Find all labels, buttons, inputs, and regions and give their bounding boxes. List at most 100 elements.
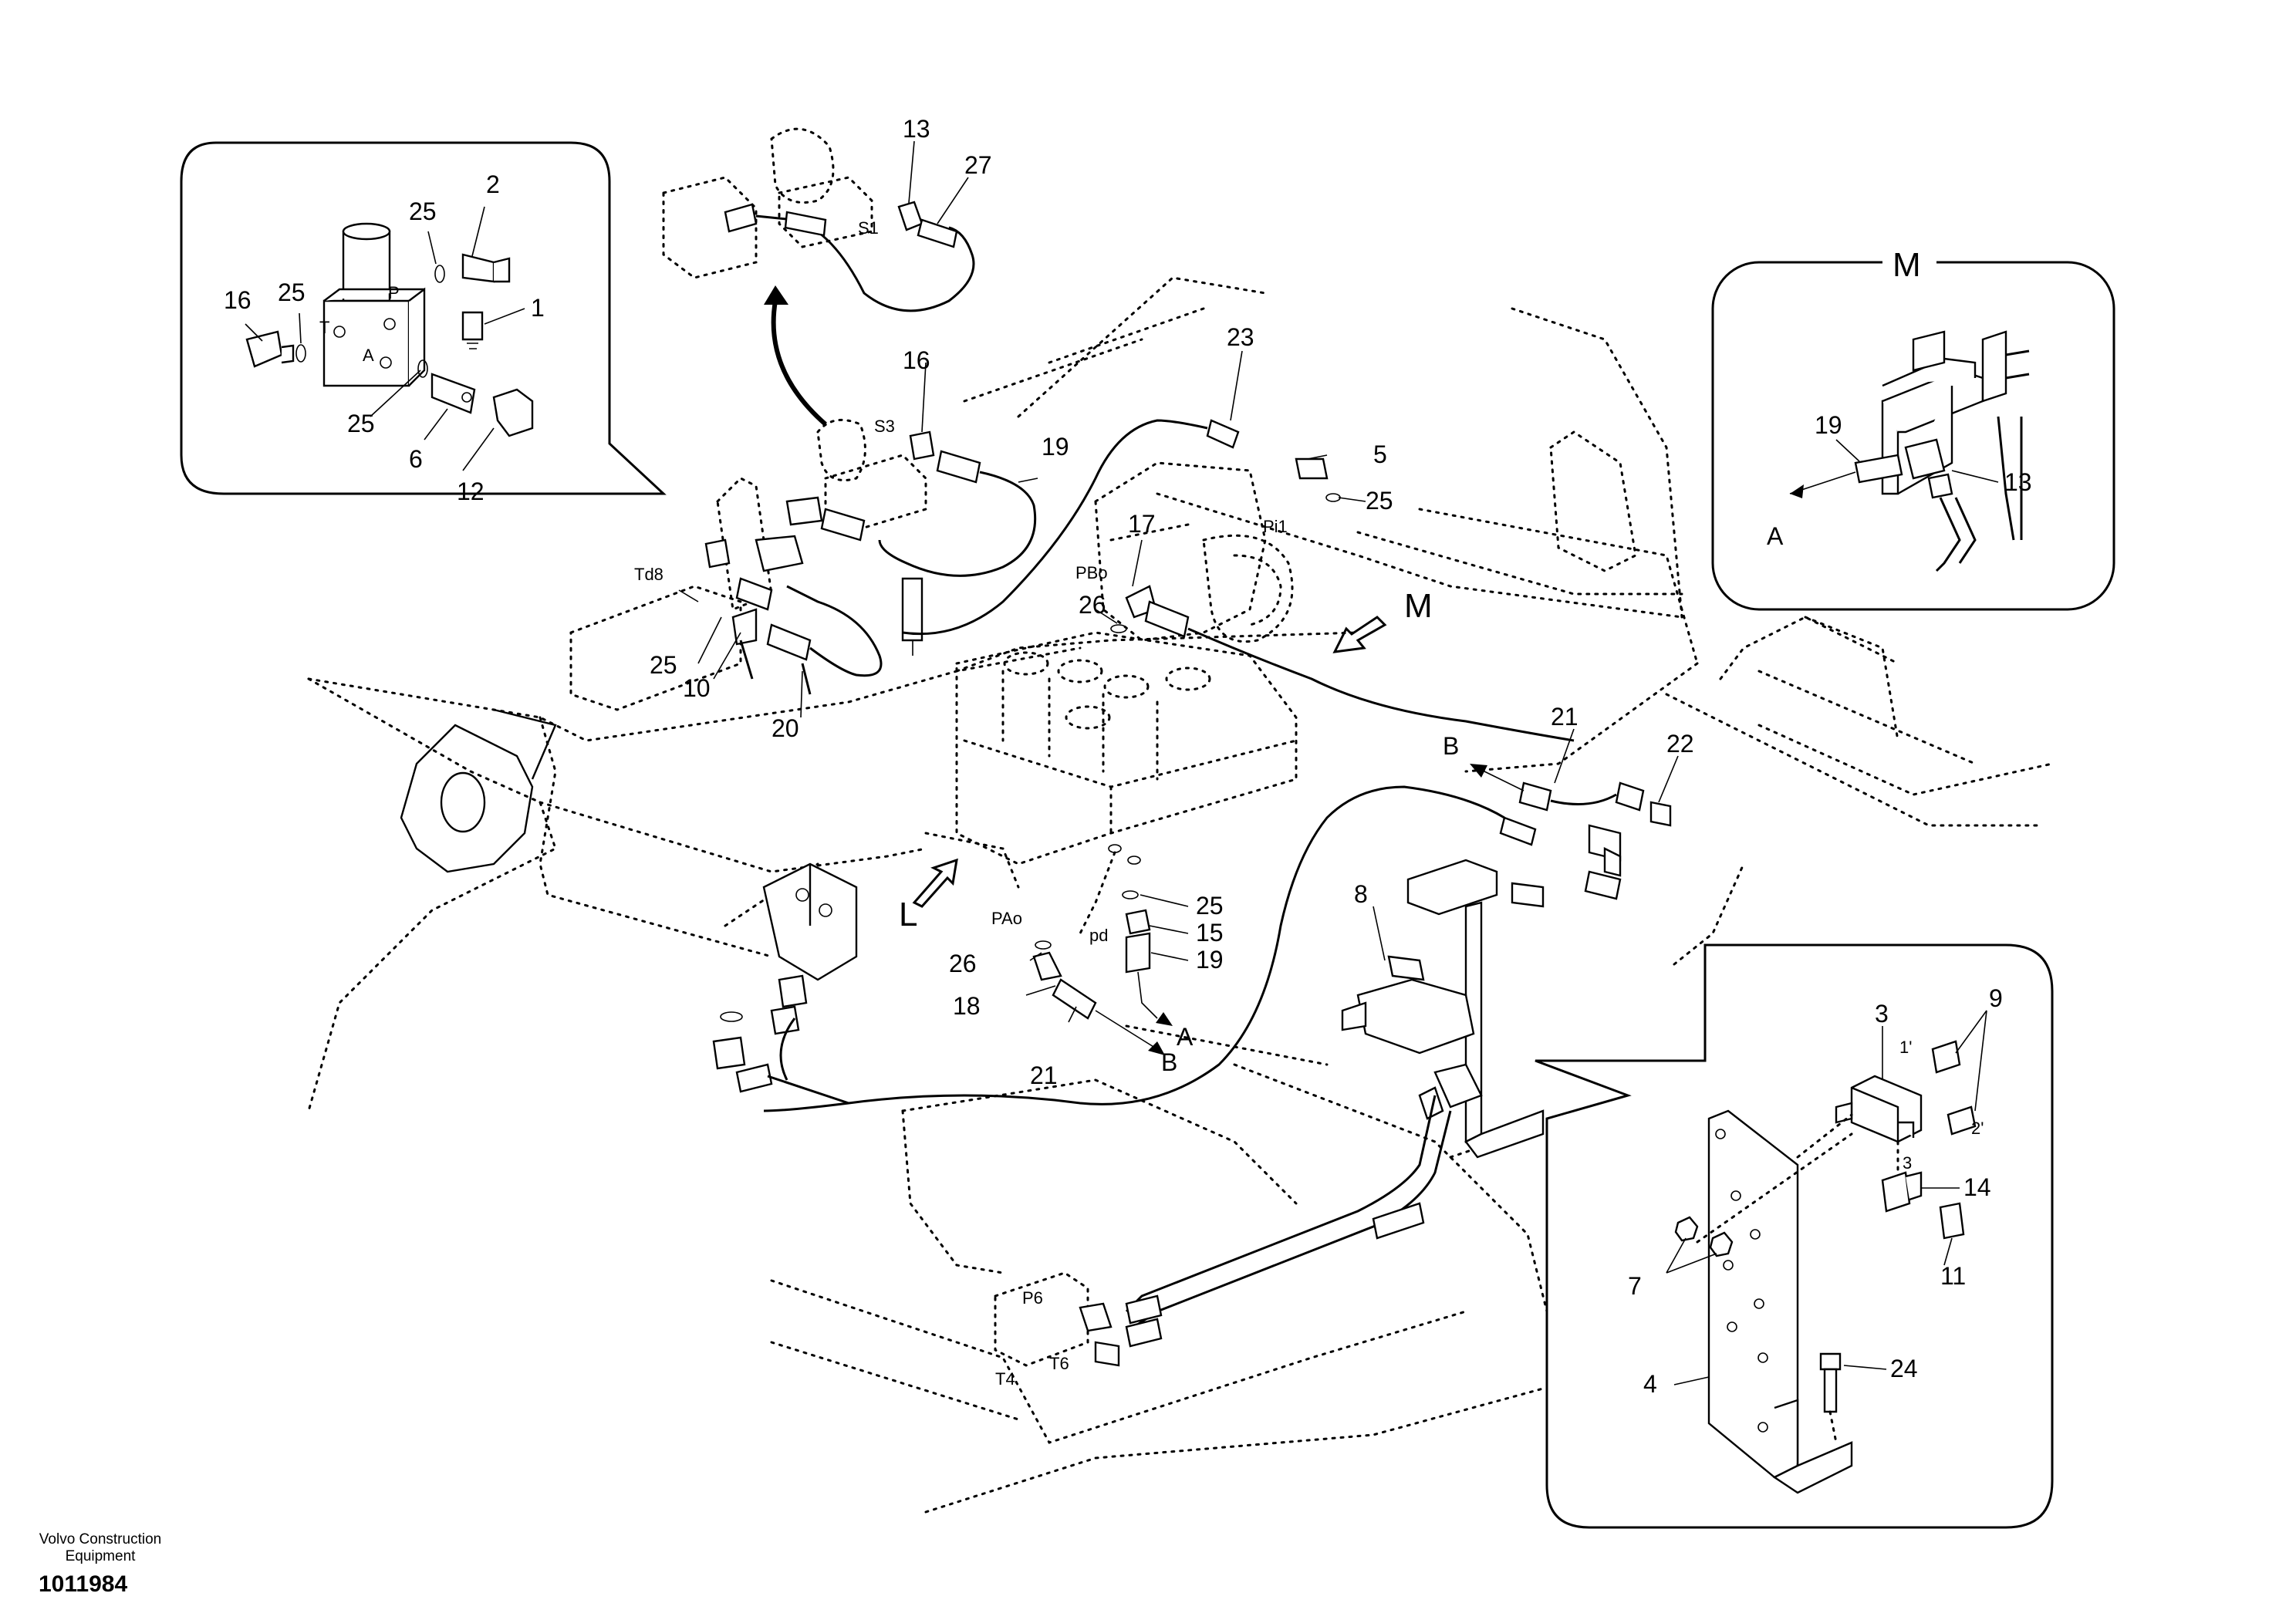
port-label-p6: P6: [1022, 1288, 1043, 1308]
arrow-label-a: A: [1767, 522, 1784, 550]
view-label-m: M: [1404, 587, 1433, 625]
port-label-1: 1': [1899, 1038, 1912, 1057]
port-label-3: 3: [1903, 1153, 1912, 1173]
detail-box-valve: 2 25 1 16 25 25 6 12 P T A: [180, 141, 667, 505]
callout-27: 27: [964, 151, 992, 179]
port-label-a: A: [363, 346, 374, 365]
footer: Volvo Construction Equipment 1011984: [0, 1531, 201, 1598]
view-m-arrow: M: [1332, 587, 1433, 653]
callout-23: 23: [1227, 323, 1254, 351]
callout-13: 13: [2004, 468, 2032, 496]
callout-26: 26: [949, 950, 977, 977]
o-ring: [417, 359, 428, 378]
valve-block-p6: P6 T4 T6: [994, 1271, 1120, 1389]
port-label-t4: T4: [995, 1369, 1015, 1389]
port-label-pd: pd: [1089, 926, 1108, 945]
o-ring: [295, 344, 306, 363]
brand-line-2: Equipment: [65, 1548, 136, 1564]
callout-6: 6: [409, 445, 423, 473]
callout-3: 3: [1875, 1000, 1889, 1028]
brand-line-1: Volvo Construction: [39, 1531, 162, 1547]
port-label-pao: PAo: [991, 909, 1022, 928]
callout-16: 16: [903, 346, 930, 374]
callout-12: 12: [457, 478, 485, 505]
port-label-s3: S3: [874, 417, 895, 436]
callout-26: 26: [1079, 591, 1106, 619]
hydraulic-pump: 5 25 Pi1: [1094, 440, 1393, 643]
callout-25: 25: [278, 278, 306, 306]
callout-25: 25: [347, 410, 375, 437]
view-l-arrow: L: [899, 858, 958, 933]
callout-7: 7: [1628, 1272, 1642, 1300]
callout-19: 19: [1815, 411, 1842, 439]
callout-2: 2: [486, 170, 500, 198]
port-label-td8: Td8: [634, 565, 663, 584]
callout-21: 21: [1551, 703, 1578, 731]
elbow-fitting-12: [492, 388, 534, 437]
center-bracket-valve: 8: [1125, 859, 1545, 1348]
callout-21: 21: [1030, 1061, 1058, 1089]
s1-connection-inset: 13 27 S1: [662, 115, 992, 312]
mounting-bracket-4: [1707, 1109, 1853, 1494]
fittings-9: [1931, 1040, 1977, 1136]
callout-4: 4: [1643, 1370, 1657, 1398]
callout-20: 20: [772, 714, 799, 742]
callout-19: 19: [1042, 433, 1069, 461]
arrow-label-b: B: [1161, 1048, 1177, 1076]
tee-fitting-13: [1904, 438, 1977, 572]
port-label-pbo: PBo: [1075, 563, 1108, 582]
callout-11: 11: [1940, 1262, 1966, 1290]
solenoid-valve-block: [322, 222, 426, 387]
hose-23: 23: [902, 323, 1254, 636]
callout-5: 5: [1373, 440, 1387, 468]
elbow-fitting-14: [1881, 1171, 1923, 1213]
callout-25: 25: [409, 197, 437, 225]
callout-25: 25: [1366, 487, 1393, 515]
view-label-l: L: [899, 896, 917, 933]
o-ring: [434, 265, 445, 283]
solenoid-valve-s3: 16 S3 19: [816, 346, 1069, 656]
nut-7: [1674, 1216, 1734, 1257]
port-label-s1: S1: [858, 218, 879, 238]
elbow-fitting-16: [245, 330, 295, 368]
valve-block-3: [1835, 1075, 1923, 1143]
callout-13: 13: [903, 115, 930, 143]
callout-25: 25: [1196, 892, 1224, 920]
plug-fitting-11: [1939, 1202, 1965, 1240]
callout-14: 14: [1963, 1173, 1991, 1201]
callout-16: 16: [224, 286, 252, 314]
adapter-fitting-6: [430, 373, 476, 414]
callout-1: 1: [531, 294, 545, 322]
callout-24: 24: [1890, 1355, 1918, 1382]
port-label-t: T: [319, 318, 329, 337]
detail-m-title: M: [1893, 246, 1921, 284]
right-hose-group: 21 22 B: [763, 703, 1694, 1112]
port-label-2: 2': [1971, 1119, 1984, 1138]
port-label-t6: T6: [1049, 1354, 1069, 1373]
callout-15: 15: [1196, 919, 1224, 947]
drawing-number: 1011984: [39, 1571, 128, 1597]
view-transition-arrow: [764, 285, 827, 427]
port-label-p: P: [388, 283, 400, 302]
callout-18: 18: [953, 992, 981, 1020]
bolt-24: [1819, 1352, 1842, 1413]
arrow-label-b: B: [1443, 732, 1459, 760]
left-bracket-hoses: [712, 862, 858, 1105]
callout-17: 17: [1128, 510, 1156, 538]
lower-port-connections: 25 15 pd 19 PAo 26 18 21 A B: [949, 851, 1224, 1089]
detail-box-m: M 19 13 A: [1711, 246, 2115, 611]
callout-25: 25: [650, 651, 677, 679]
callout-8: 8: [1354, 880, 1368, 908]
detail-box-bracket: 3 9 1' 2' 3 14 11 7 24 4: [1535, 943, 2054, 1529]
valve-block-td8: Td8 25 10 20: [569, 477, 883, 742]
arrow-label-a: A: [1177, 1023, 1194, 1051]
port-label-pi1: Pi1: [1263, 517, 1288, 536]
elbow-fitting-2: [461, 253, 511, 283]
hose-19: [1789, 454, 1903, 498]
main-control-valve: 17 PBo 26: [955, 510, 1575, 866]
plug-fitting-1: [461, 311, 484, 349]
callout-9: 9: [1989, 984, 2003, 1012]
callout-22: 22: [1666, 730, 1694, 758]
callout-10: 10: [683, 674, 711, 702]
